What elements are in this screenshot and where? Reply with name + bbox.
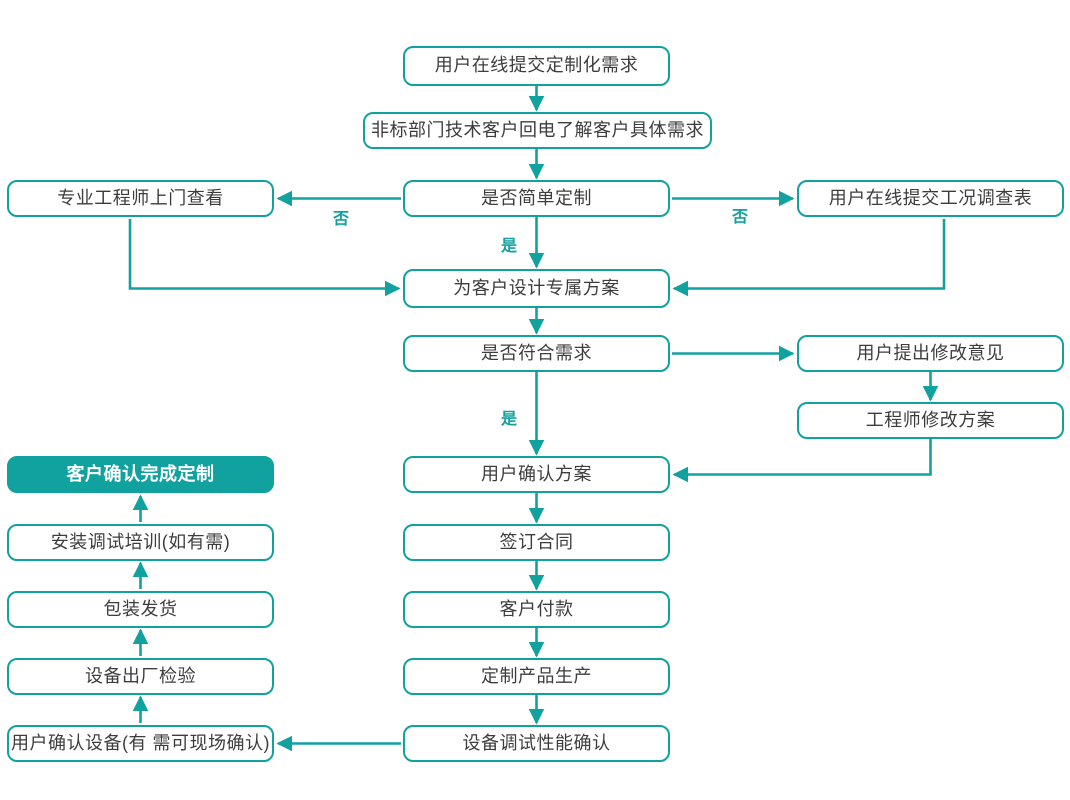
node-user-confirm-solution[interactable]: 用户确认方案 [403, 456, 670, 493]
edge-label-yes-top: 是 [501, 238, 518, 255]
node-engineer-onsite-inspection[interactable]: 专业工程师上门查看 [7, 180, 274, 217]
node-engineer-revise-solution[interactable]: 工程师修改方案 [797, 402, 1064, 439]
node-equipment-debug-confirm[interactable]: 设备调试性能确认 [403, 725, 670, 762]
node-sign-contract[interactable]: 签订合同 [403, 524, 670, 561]
node-nonstandard-dept-callback[interactable]: 非标部门技术客户回电了解客户具体需求 [363, 112, 712, 149]
node-packaging-shipping[interactable]: 包装发货 [7, 591, 274, 628]
node-user-confirm-equipment[interactable]: 用户确认设备(有 需可现场确认) [7, 725, 274, 762]
connector-n9-n10 [672, 439, 932, 483]
node-custom-production[interactable]: 定制产品生产 [403, 658, 670, 695]
node-meets-requirements[interactable]: 是否符合需求 [403, 335, 670, 372]
node-customer-payment[interactable]: 客户付款 [403, 591, 670, 628]
edge-label-yes-middle: 是 [501, 411, 518, 428]
connector-n4-n6 [128, 219, 401, 297]
node-is-simple-customization[interactable]: 是否简单定制 [403, 180, 670, 217]
node-customer-confirm-complete[interactable]: 客户确认完成定制 [7, 456, 274, 493]
node-installation-training[interactable]: 安装调试培训(如有需) [7, 524, 274, 561]
node-design-exclusive-solution[interactable]: 为客户设计专属方案 [403, 269, 670, 308]
node-user-submit-condition-survey[interactable]: 用户在线提交工况调查表 [797, 180, 1064, 217]
node-factory-inspection[interactable]: 设备出厂检验 [7, 658, 274, 695]
node-user-raise-revision[interactable]: 用户提出修改意见 [797, 335, 1064, 372]
connector-n5-n6 [672, 219, 946, 297]
edge-label-no-left: 否 [333, 211, 350, 228]
edge-label-no-right: 否 [732, 209, 749, 226]
node-user-submit-custom-request[interactable]: 用户在线提交定制化需求 [403, 46, 670, 86]
